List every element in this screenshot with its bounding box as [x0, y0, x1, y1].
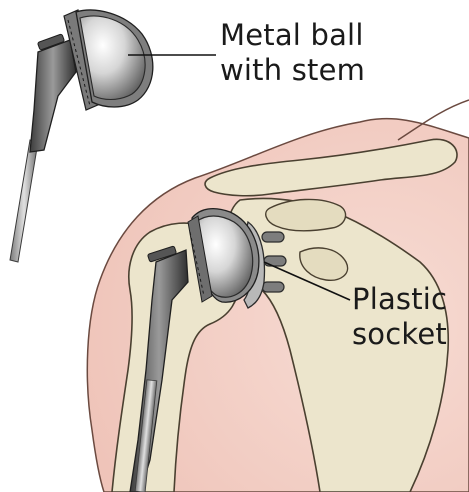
- label-ball-line-1: Metal ball: [220, 18, 365, 53]
- label-plastic-socket: Plastic socket: [352, 282, 447, 352]
- label-metal-ball-with-stem: Metal ball with stem: [220, 18, 365, 88]
- label-socket-line-1: Plastic: [352, 282, 447, 317]
- label-ball-line-2: with stem: [220, 53, 365, 88]
- label-socket-line-2: socket: [352, 317, 447, 352]
- acromion: [266, 199, 346, 230]
